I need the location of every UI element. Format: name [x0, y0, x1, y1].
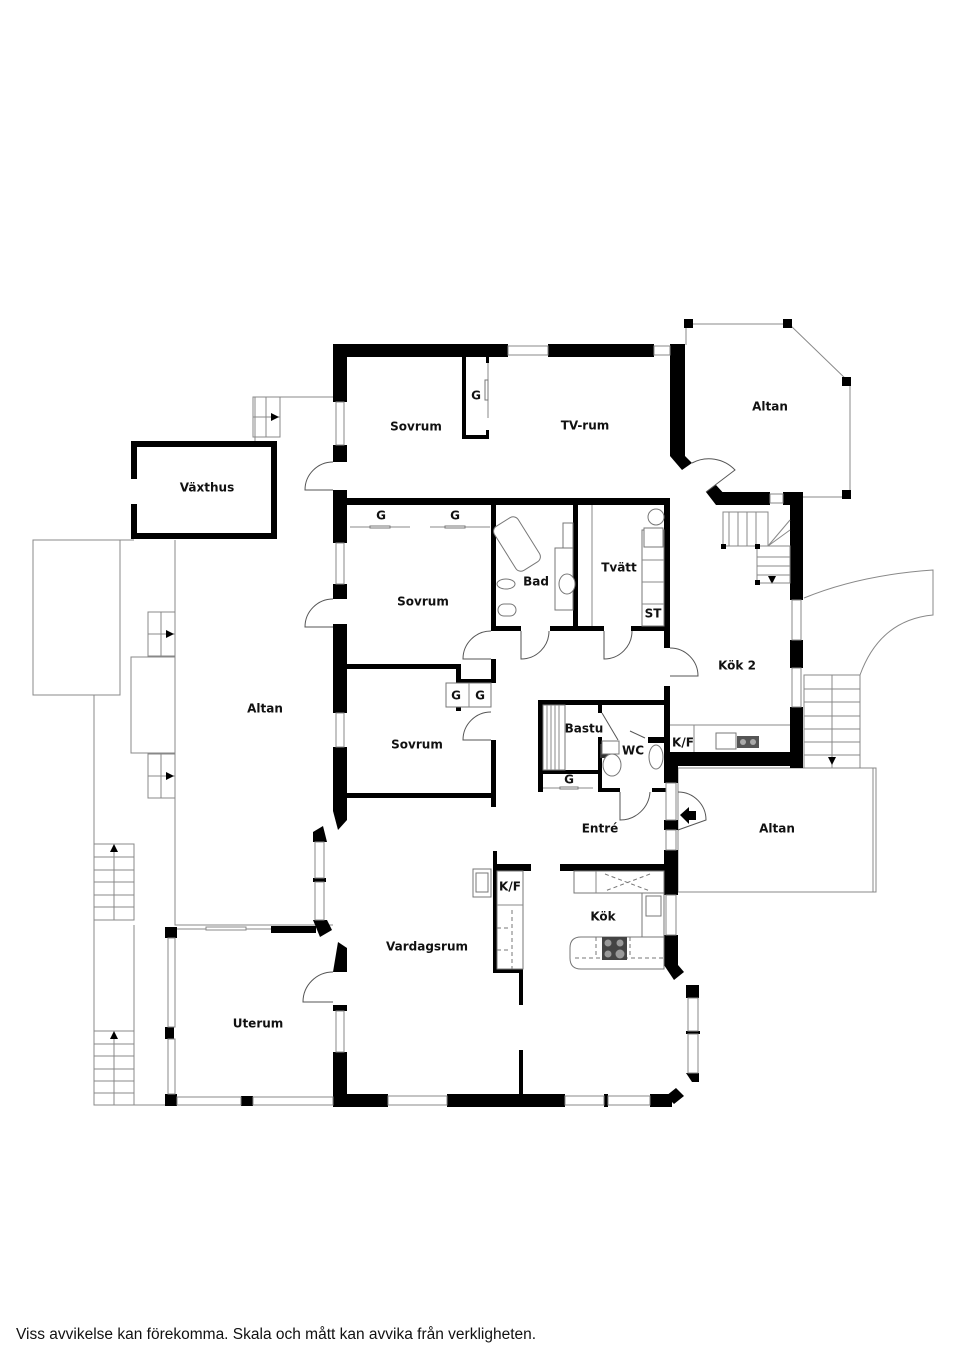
room-label-sovrum-3: Sovrum: [391, 738, 443, 752]
doors: [302, 458, 736, 1003]
closet-label: G: [471, 389, 481, 403]
room-label-entre: Entré: [582, 822, 619, 836]
disclaimer-text: Viss avvikelse kan förekomma. Skala och …: [16, 1326, 537, 1343]
closet-label: G: [450, 509, 460, 523]
room-label-altan-w: Altan: [247, 702, 283, 716]
direction-arrows: [110, 413, 836, 1039]
room-label-altan-e: Altan: [759, 822, 795, 836]
walls: [131, 344, 803, 1107]
room-labels: Sovrum TV-rum Altan Växthus Sovrum Bad T…: [180, 400, 795, 1031]
room-label-bastu: Bastu: [565, 722, 604, 736]
room-label-kf-1: K/F: [672, 736, 694, 750]
room-label-bad: Bad: [523, 575, 549, 589]
room-label-sovrum-2: Sovrum: [397, 595, 449, 609]
room-label-kok: Kök: [590, 910, 616, 924]
closet-labels: G G G G G G: [376, 389, 574, 787]
windows: [167, 345, 802, 1106]
entrance-arrow-icon: [680, 807, 696, 824]
room-label-altan-ne: Altan: [752, 400, 788, 414]
room-label-kf-2: K/F: [499, 880, 521, 894]
room-label-st: ST: [645, 607, 663, 621]
room-label-kok-2: Kök 2: [718, 659, 756, 673]
closet-label: G: [451, 689, 461, 703]
room-label-tvatt: Tvätt: [601, 561, 637, 575]
room-label-tv-rum: TV-rum: [561, 419, 610, 433]
room-label-vaxthus: Växthus: [180, 481, 234, 495]
fixtures: [350, 319, 851, 970]
room-label-vardagsrum: Vardagsrum: [386, 940, 468, 954]
deck-outlines: [32, 323, 934, 1106]
room-label-wc: WC: [622, 744, 644, 758]
closet-label: G: [475, 689, 485, 703]
closet-label: G: [564, 773, 574, 787]
room-label-uterum: Uterum: [233, 1017, 284, 1031]
closet-label: G: [376, 509, 386, 523]
room-label-sovrum-1: Sovrum: [390, 420, 442, 434]
